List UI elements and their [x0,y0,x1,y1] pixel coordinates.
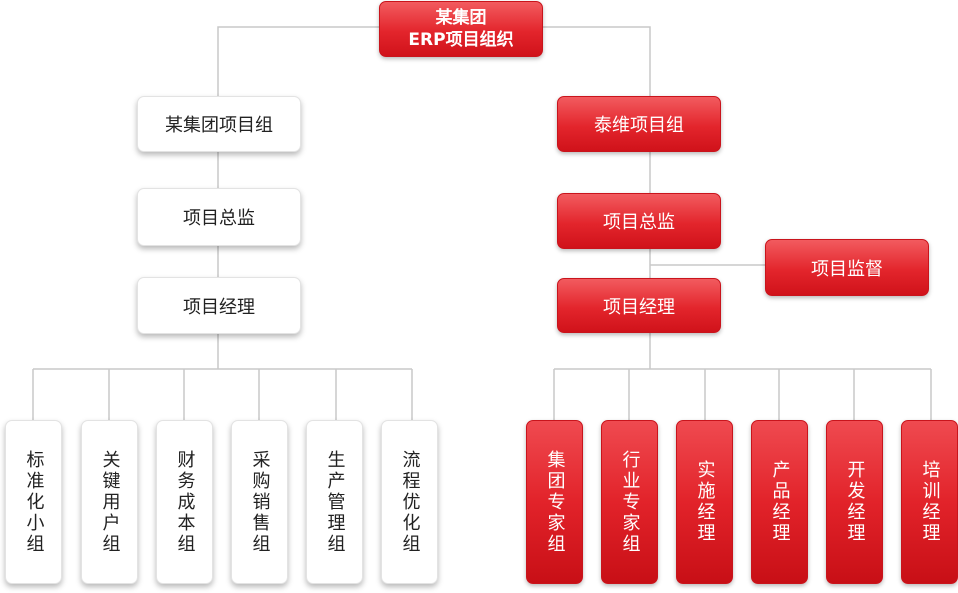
right-team-node[interactable]: 产品经理 [751,420,808,584]
right-team-node[interactable]: 集团专家组 [526,420,583,584]
right-team-label: 集团专家组 [544,449,566,555]
left-team-label: 流程优化组 [399,449,421,555]
left-director-node[interactable]: 项目总监 [137,188,301,246]
left-team-node[interactable]: 标准化小组 [5,420,62,584]
right-supervisor-node[interactable]: 项目监督 [765,239,929,296]
right-team-label: 培训经理 [919,460,941,544]
right-team-label: 开发经理 [844,460,866,544]
right-team-label: 产品经理 [769,460,791,544]
right-group-label: 泰维项目组 [594,115,684,136]
left-team-node[interactable]: 采购销售组 [231,420,288,584]
right-team-node[interactable]: 实施经理 [676,420,733,584]
right-director-node[interactable]: 项目总监 [557,193,721,249]
left-team-node[interactable]: 生产管理组 [306,420,363,584]
right-manager-label: 项目经理 [603,296,675,318]
root-title: 某集团 [435,8,487,28]
left-team-node[interactable]: 流程优化组 [381,420,438,584]
right-supervisor-label: 项目监督 [811,258,883,280]
left-manager-node[interactable]: 项目经理 [137,277,301,334]
left-director-label: 项目总监 [183,208,255,229]
left-team-label: 关键用户组 [99,449,121,555]
right-team-label: 行业专家组 [619,449,641,555]
left-team-node[interactable]: 关键用户组 [81,420,138,584]
left-team-label: 生产管理组 [324,449,346,555]
left-team-label: 标准化小组 [23,449,45,555]
right-team-node[interactable]: 开发经理 [826,420,883,584]
right-team-node[interactable]: 行业专家组 [601,420,658,584]
right-team-label: 实施经理 [694,460,716,544]
root-node[interactable]: 某集团 ERP项目组织 [379,1,543,57]
right-director-label: 项目总监 [603,212,675,233]
right-team-node[interactable]: 培训经理 [901,420,958,584]
left-manager-label: 项目经理 [183,296,255,318]
left-group-label: 某集团项目组 [165,115,273,136]
right-group-node[interactable]: 泰维项目组 [557,96,721,152]
left-team-label: 采购销售组 [249,449,271,555]
left-team-node[interactable]: 财务成本组 [156,420,213,584]
left-team-label: 财务成本组 [174,449,196,555]
left-group-node[interactable]: 某集团项目组 [137,96,301,152]
right-manager-node[interactable]: 项目经理 [557,278,721,333]
root-subtitle: ERP项目组织 [408,30,514,50]
